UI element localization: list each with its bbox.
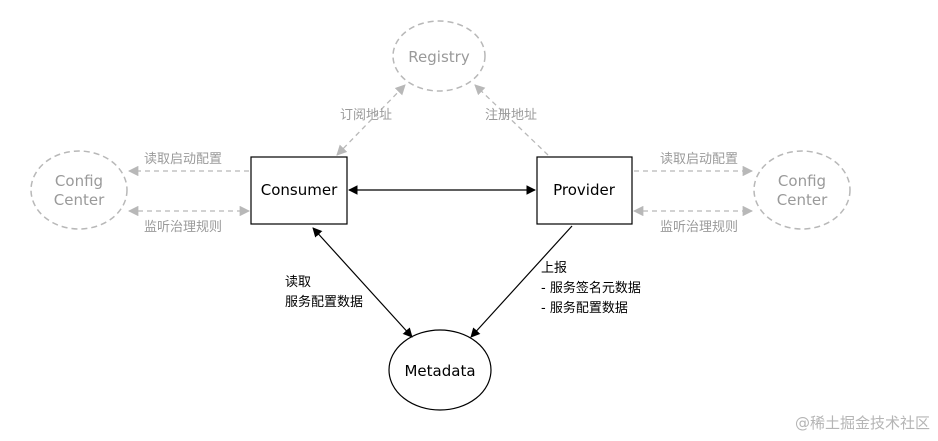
consumer-registry-arrow bbox=[336, 84, 406, 156]
config-center-right-line1: Config bbox=[778, 172, 826, 190]
provider-node: Provider bbox=[536, 156, 633, 225]
provider-metadata-arrow bbox=[470, 225, 573, 338]
consumer-label: Consumer bbox=[261, 181, 338, 199]
provider-metadata-label-line3: - 服务配置数据 bbox=[541, 300, 628, 316]
subscribe-label: 订阅地址 bbox=[340, 108, 392, 123]
consumer-read-config-label: 读取启动配置 bbox=[144, 152, 222, 167]
config-center-right-node: Config Center bbox=[753, 150, 851, 230]
metadata-label: Metadata bbox=[404, 362, 475, 380]
metadata-node: Metadata bbox=[388, 329, 492, 411]
provider-metadata-label-line2: - 服务签名元数据 bbox=[541, 280, 641, 296]
provider-registry-arrow bbox=[474, 84, 549, 156]
consumer-node: Consumer bbox=[250, 156, 348, 225]
consumer-listen-rules-label: 监听治理规则 bbox=[144, 220, 222, 235]
consumer-metadata-arrow bbox=[312, 227, 413, 338]
provider-read-config-label: 读取启动配置 bbox=[660, 152, 738, 167]
consumer-metadata-label-line1: 读取 bbox=[285, 275, 311, 290]
registry-node: Registry bbox=[392, 20, 486, 92]
config-center-left-line2: Center bbox=[54, 191, 105, 209]
provider-listen-rules-label: 监听治理规则 bbox=[660, 220, 738, 235]
consumer-metadata-label-line2: 服务配置数据 bbox=[285, 294, 363, 310]
provider-label: Provider bbox=[553, 181, 616, 199]
registry-label: Registry bbox=[408, 48, 470, 66]
register-label: 注册地址 bbox=[485, 108, 537, 123]
config-center-left-line1: Config bbox=[55, 172, 103, 190]
config-center-right-line2: Center bbox=[777, 191, 828, 209]
provider-metadata-label-line1: 上报 bbox=[541, 261, 567, 276]
config-center-left-node: Config Center bbox=[30, 150, 128, 230]
watermark: @稀土掘金技术社区 bbox=[794, 414, 930, 432]
